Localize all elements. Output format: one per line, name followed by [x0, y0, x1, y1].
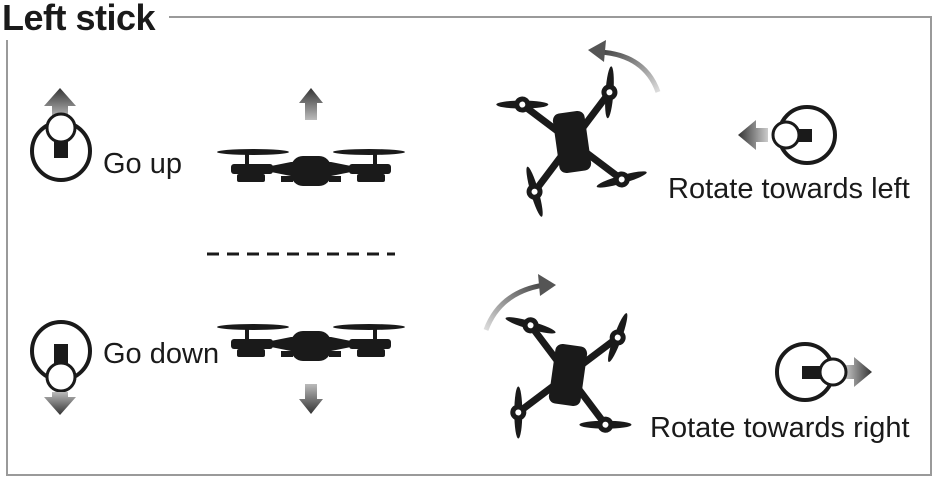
label-rotate-right: Rotate towards right: [650, 412, 910, 444]
drone-rotate-left-icon: [493, 63, 652, 222]
rotate-left-arc-icon: [588, 40, 661, 93]
drone-rotate-right-icon: [489, 296, 648, 455]
label-rotate-left: Rotate towards left: [668, 173, 910, 205]
drone-ascend-icon: [217, 88, 405, 186]
diagram-frame: [6, 16, 932, 476]
drone-descend-icon: [217, 324, 405, 414]
stick-up-icon: [30, 88, 92, 182]
label-go-down: Go down: [103, 338, 220, 370]
stick-right-icon: [775, 342, 872, 402]
rotate-right-arc-icon: [483, 274, 556, 331]
label-go-up: Go up: [103, 148, 182, 180]
diagram-title: Left stick: [0, 0, 170, 40]
stick-down-icon: [30, 320, 92, 415]
stick-left-icon: [738, 105, 837, 165]
